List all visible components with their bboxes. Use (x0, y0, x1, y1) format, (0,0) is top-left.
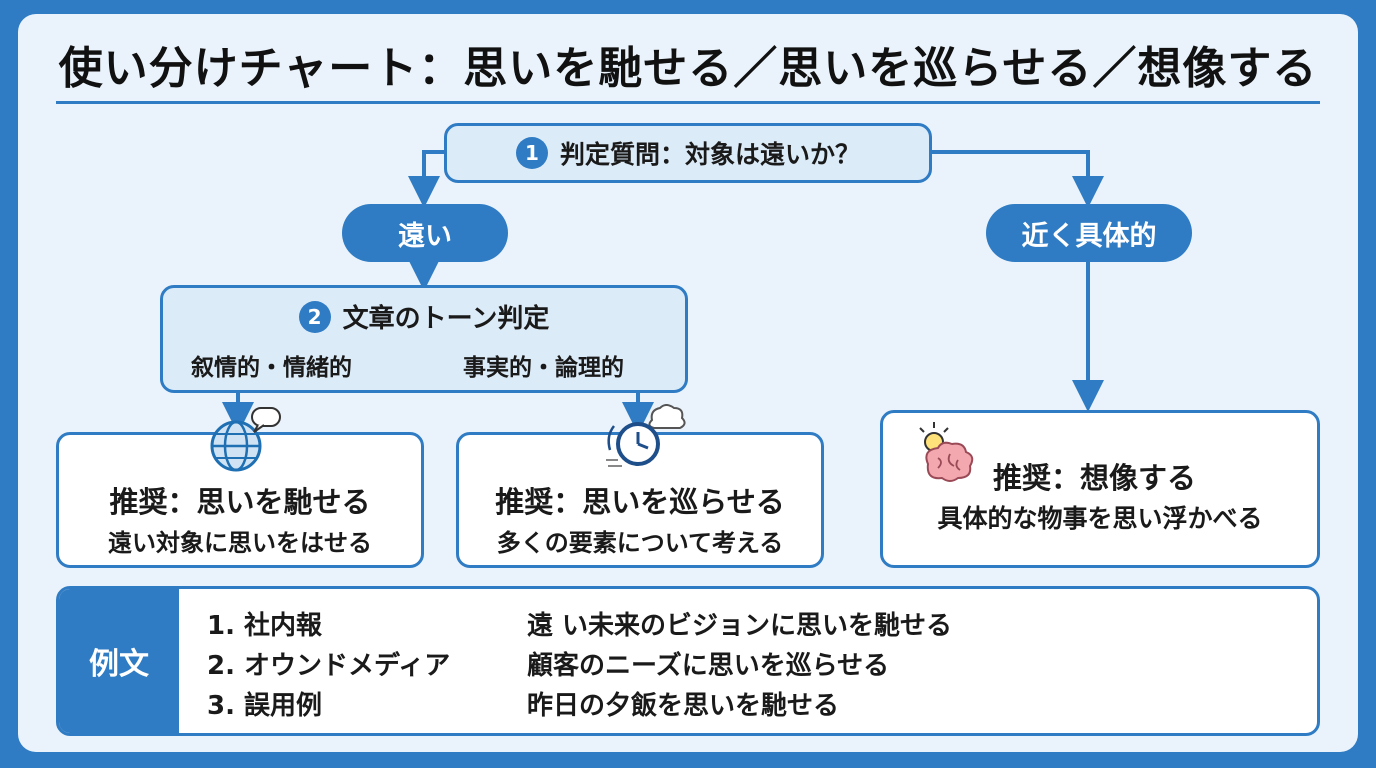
step-2-badge: 2 (298, 300, 331, 333)
example-2-name: 2. オウンドメディア (207, 651, 451, 681)
branch-far-pill: 遠い (342, 204, 508, 262)
recommend-imagine-box: 推奨：想像する 具体的な物事を思い浮かべる (880, 410, 1320, 568)
brain-icon (919, 422, 974, 482)
tone-title: 文章のトーン判定 (342, 304, 550, 334)
tone-left-label: 叙情的・情緒的 (191, 355, 352, 381)
recommend-imagine-title: 推奨：想像する (993, 461, 1197, 495)
example-3-text: 昨日の夕飯を思いを馳せる (527, 691, 840, 721)
title-divider (56, 101, 1320, 104)
clock-icon (606, 404, 686, 467)
branch-near-pill: 近く具体的 (986, 204, 1192, 262)
example-1-name: 1. 社内報 (207, 611, 323, 641)
page-title: 使い分けチャート：思いを馳せる／思いを巡らせる／想像する (58, 43, 1318, 94)
globe-icon (210, 407, 281, 472)
example-2-text: 顧客のニーズに思いを巡らせる (527, 651, 890, 681)
recommend-hase-title: 推奨：思いを馳せる (109, 485, 371, 519)
example-1-text: 遠 い未来のビジョンに思いを馳せる (527, 611, 953, 641)
recommend-hase-sub: 遠い対象に思いをはせる (108, 529, 372, 557)
examples-label: 例文 (89, 647, 149, 682)
question-box: 1 判定質問：対象は遠いか？ (444, 123, 932, 183)
tone-box: 2 文章のトーン判定 叙情的・情緒的 事実的・論理的 (160, 285, 688, 393)
recommend-megurase-title: 推奨：思いを巡らせる (495, 485, 785, 519)
arrow-question-to-far (408, 150, 446, 208)
step-1-badge: 1 (515, 137, 548, 169)
example-3-name: 3. 誤用例 (207, 691, 323, 721)
examples-panel: 例文 1. 社内報 遠 い未来のビジョンに思いを馳せる 2. オウンドメディア … (56, 586, 1320, 736)
tone-right-label: 事実的・論理的 (463, 355, 624, 381)
recommend-megurase-sub: 多くの要素について考える (496, 529, 784, 557)
arrow-question-to-near (930, 150, 1104, 208)
recommend-imagine-sub: 具体的な物事を思い浮かべる (937, 504, 1263, 533)
examples-label-block: 例文 (59, 589, 179, 733)
question-text: 判定質問：対象は遠いか？ (559, 140, 860, 169)
